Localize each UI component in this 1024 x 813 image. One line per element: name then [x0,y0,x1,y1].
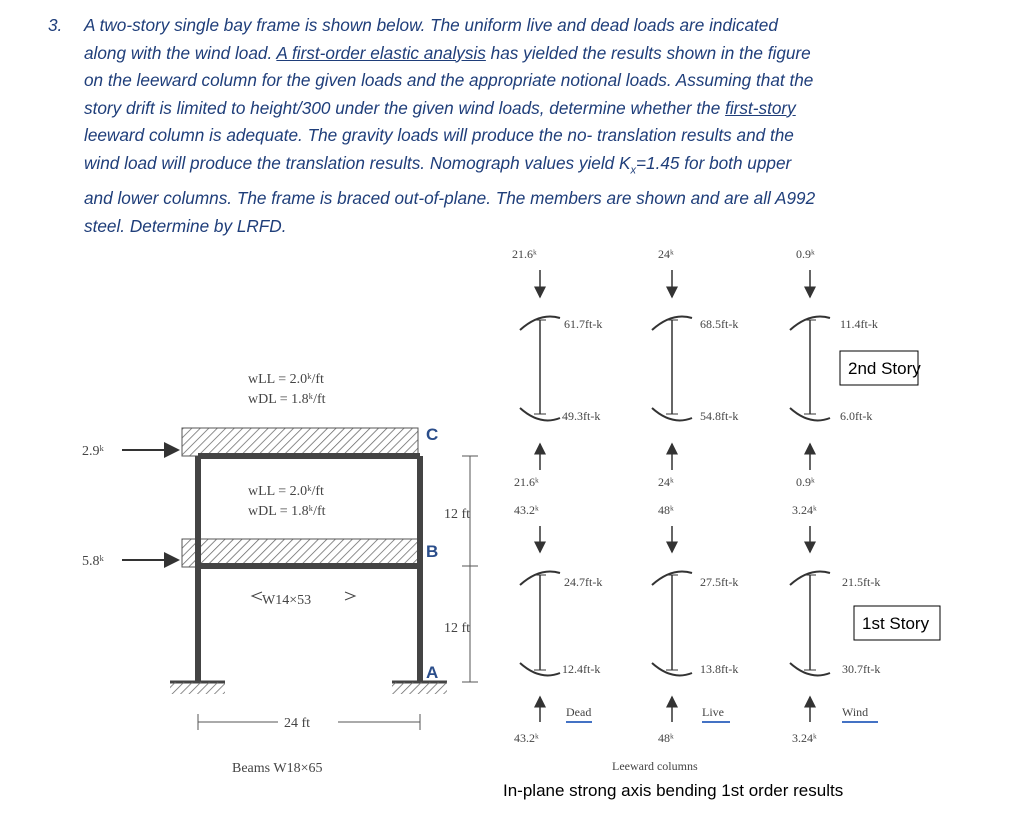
moment-arc-icon [651,315,693,331]
dead-label: Dead [566,705,591,719]
upper-story-height: 12 ft [444,507,470,522]
story1-box [853,605,941,641]
dead-results: 21.6ᵏ 61.7ft-k 49.3ft-k 21.6ᵏ 43.2ᵏ 24.7… [512,247,602,745]
leeward-columns-label: Leeward columns [612,759,698,773]
live-axial-bottom-lower: 48ᵏ [658,731,674,745]
live-results: 24ᵏ 68.5ft-k 54.8ft-k 24ᵏ 48ᵏ 27.5ft-k 1… [651,247,738,745]
live-moment-bottom-upper: 54.8ft-k [700,409,738,423]
roof-dead-load: wDL = 1.8ᵏ/ft [248,392,326,407]
joint-c: C [426,425,438,444]
live-label: Live [702,705,724,719]
dead-moment-top-upper: 61.7ft-k [564,317,602,331]
problem-line: story drift is limited to height/300 und… [84,97,796,118]
moment-arc-icon [789,407,831,422]
roof-live-load: wLL = 2.0ᵏ/ft [248,372,324,387]
wind-results: 0.9ᵏ 11.4ft-k 6.0ft-k 0.9ᵏ 3.24ᵏ 21.5ft-… [789,247,880,745]
live-moment-bottom-lower: 13.8ft-k [700,662,738,676]
wind-load-top: 2.9ᵏ [82,444,105,459]
right-support [392,680,447,694]
dead-axial-bottom-upper: 21.6ᵏ [514,475,539,489]
moment-arc-icon [519,407,561,422]
moment-arc-icon [789,315,831,331]
wind-moment-bottom-lower: 30.7ft-k [842,662,880,676]
problem-line: and lower columns. The frame is braced o… [84,188,816,208]
dead-moment-top-lower: 24.7ft-k [564,575,602,589]
problem-line: wind load will produce the translation r… [84,152,792,177]
figure-caption: In-plane strong axis bending 1st order r… [503,781,844,800]
floor-load-band [181,538,419,568]
live-axial-bottom-upper: 24ᵏ [658,475,674,489]
column-size-label: W14×53 [262,593,311,608]
dead-moment-bottom-upper: 49.3ft-k [562,409,600,423]
dead-moment-bottom-lower: 12.4ft-k [562,662,600,676]
live-axial-top-upper: 24ᵏ [658,247,674,261]
wind-moment-bottom-upper: 6.0ft-k [840,409,872,423]
live-axial-top-lower: 48ᵏ [658,503,674,517]
wind-axial-bottom-upper: 0.9ᵏ [796,475,815,489]
floor-live-load: wLL = 2.0ᵏ/ft [248,484,324,499]
joint-a: A [426,663,438,682]
left-support [170,680,225,694]
problem-line: on the leeward column for the given load… [84,70,814,91]
problem-statement: 3. A two-story single bay frame is shown… [48,12,948,240]
span-length: 24 ft [284,716,310,731]
story1-label: 1st Story [862,614,930,633]
problem-line: steel. Determine by LRFD. [84,215,287,236]
lower-story-height: 12 ft [444,621,470,636]
wind-axial-top-lower: 3.24ᵏ [792,503,817,517]
wind-moment-top-upper: 11.4ft-k [840,317,878,331]
wind-moment-top-lower: 21.5ft-k [842,575,880,589]
story2-label: 2nd Story [848,359,921,378]
dead-axial-top-lower: 43.2ᵏ [514,503,539,517]
story2-box [839,350,919,386]
problem-line: along with the wind load. A first-order … [84,42,811,63]
problem-number: 3. [48,15,63,35]
dead-axial-bottom-lower: 43.2ᵏ [514,731,539,745]
problem-line: A two-story single bay frame is shown be… [84,15,778,35]
live-moment-top-upper: 68.5ft-k [700,317,738,331]
dead-axial-top-upper: 21.6ᵏ [512,247,537,261]
floor-dead-load: wDL = 1.8ᵏ/ft [248,504,326,519]
wind-label: Wind [842,705,868,719]
joint-b: B [426,542,438,561]
problem-line: leeward column is adequate. The gravity … [84,125,794,146]
moment-arc-icon [519,315,561,331]
wind-axial-top-upper: 0.9ᵏ [796,247,815,261]
roof-load-band [181,427,419,457]
live-moment-top-lower: 27.5ft-k [700,575,738,589]
wind-load-bottom: 5.8ᵏ [82,554,105,569]
wind-axial-bottom-lower: 3.24ᵏ [792,731,817,745]
moment-arc-icon [651,407,693,422]
beams-label: Beams W18×65 [232,761,322,776]
